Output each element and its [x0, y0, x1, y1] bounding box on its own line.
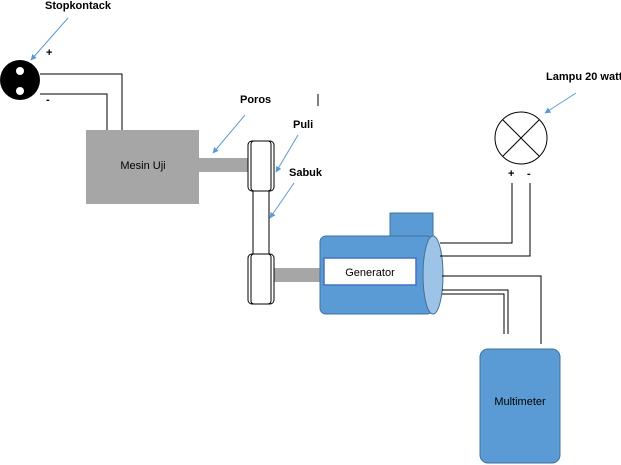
pulley-belt-assembly	[247, 140, 275, 305]
lamp-minus-label: -	[527, 168, 531, 180]
poros-label: Poros	[240, 94, 271, 106]
machine-shaft	[199, 158, 249, 172]
multimeter-wires	[442, 275, 542, 344]
generator-top-box	[389, 212, 434, 238]
stopkontack-arrow	[30, 17, 69, 61]
poros-arrow	[212, 114, 246, 154]
sabuk-arrow	[269, 182, 295, 219]
lamp-cross-icon	[494, 111, 548, 165]
socket-minus-label: -	[46, 94, 50, 106]
mesin-uji-label: Mesin Uji	[120, 160, 165, 172]
generator-label-box	[323, 257, 417, 286]
puli-label: Puli	[293, 119, 313, 131]
lamp-plus-label: +	[508, 168, 514, 180]
socket-plus-label: +	[46, 47, 52, 59]
puli-arrow	[275, 134, 299, 173]
lamp-wires	[440, 183, 531, 257]
sabuk-label: Sabuk	[289, 167, 323, 179]
mesin-uji-box	[86, 130, 199, 204]
generator-shaft	[274, 268, 322, 282]
multimeter-box	[479, 348, 561, 464]
power-socket-icon	[0, 60, 40, 100]
generator: Generator	[319, 212, 444, 315]
generator-label: Generator	[345, 267, 395, 279]
generator-end-cap	[422, 235, 444, 315]
socket-wires	[40, 73, 123, 130]
lampu-arrow	[544, 92, 577, 114]
lampu-label: Lampu 20 watt	[546, 71, 621, 83]
stopkontack-label: Stopkontack	[45, 0, 112, 12]
multimeter-label: Multimeter	[494, 396, 546, 408]
